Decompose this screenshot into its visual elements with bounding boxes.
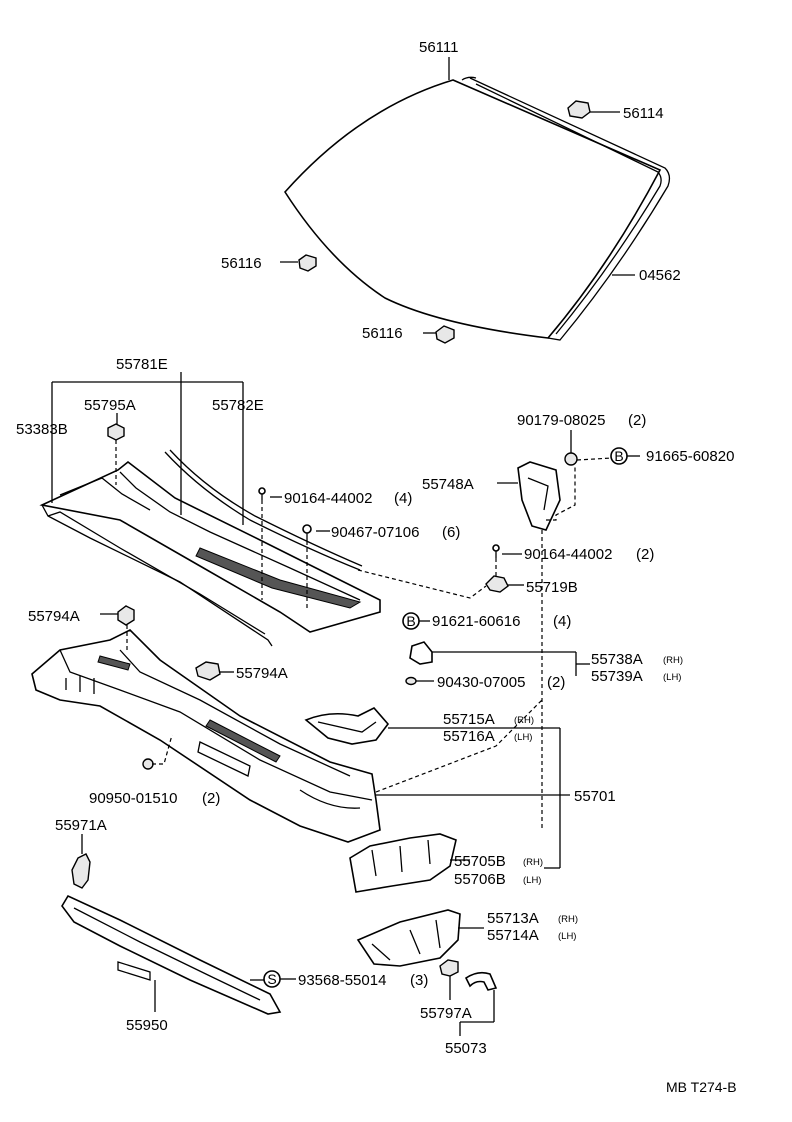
label-90430-qty: (2): [547, 674, 565, 691]
label-55971A: 55971A: [55, 817, 107, 834]
marker-b-2: B: [402, 612, 420, 630]
label-55739A-side: (LH): [663, 672, 681, 683]
label-55795A: 55795A: [84, 397, 136, 414]
label-56114: 56114: [623, 105, 664, 122]
svg-text:B: B: [614, 448, 623, 464]
svg-text:B: B: [406, 613, 415, 629]
label-55716A-side: (LH): [514, 732, 532, 743]
label-93568: 93568-55014: [298, 972, 386, 989]
label-55739A: 55739A: [591, 668, 643, 685]
label-55706B: 55706B: [454, 871, 506, 888]
label-55701: 55701: [574, 788, 616, 805]
label-55705B-side: (RH): [523, 857, 543, 868]
label-90164-b: 90164-44002: [524, 546, 612, 563]
label-90164-a: 90164-44002: [284, 490, 372, 507]
marker-b-1: B: [610, 447, 628, 465]
panel-55713A: [356, 909, 461, 967]
label-55950: 55950: [126, 1017, 168, 1034]
washer-90430: [405, 676, 417, 686]
label-56116-b: 56116: [362, 325, 403, 342]
bracket-55748A: [517, 461, 561, 531]
windshield-glass: [283, 79, 662, 339]
clip-55719B: [485, 575, 509, 593]
label-55794A-b: 55794A: [236, 665, 288, 682]
label-53383B: 53383B: [16, 421, 68, 438]
label-90179-qty: (2): [628, 412, 646, 429]
label-90467: 90467-07106: [331, 524, 419, 541]
label-56116-a: 56116: [221, 255, 262, 272]
cowl-louver-hatch: [195, 547, 362, 609]
panel-55705B: [349, 833, 457, 893]
label-90950: 90950-01510: [89, 790, 177, 807]
cushion-55794A-b: [195, 661, 221, 681]
label-55781E: 55781E: [116, 356, 168, 373]
label-55748A: 55748A: [422, 476, 474, 493]
label-55073: 55073: [445, 1040, 487, 1057]
screw-90164-a: [258, 487, 266, 500]
label-55705B: 55705B: [454, 853, 506, 870]
panel-55715A: [304, 707, 390, 745]
label-90179: 90179-08025: [517, 412, 605, 429]
label-55714A-side: (LH): [558, 931, 576, 942]
cowl-panel-hatch: [97, 655, 281, 763]
label-04562: 04562: [639, 267, 681, 284]
panel-55950: [61, 894, 282, 1015]
marker-s-1: S: [263, 970, 281, 988]
clip-55797A: [439, 959, 459, 977]
bracket-55738A: [409, 641, 433, 665]
clip-56114: [567, 100, 591, 119]
label-55713A: 55713A: [487, 910, 539, 927]
plug-90950: [142, 758, 154, 770]
windshield-moulding: [461, 76, 671, 341]
spacer-56116-b: [435, 325, 455, 344]
cushion-55795A: [107, 423, 125, 441]
louver-seal-55782E: [164, 449, 363, 571]
screw-90467: [302, 524, 312, 541]
label-56111: 56111: [419, 39, 459, 56]
label-55713A-side: (RH): [558, 914, 578, 925]
label-55719B: 55719B: [526, 579, 578, 596]
svg-text:S: S: [267, 971, 276, 987]
label-90430: 90430-07005: [437, 674, 525, 691]
cowl-panel-55701: [31, 629, 381, 843]
label-55797A: 55797A: [420, 1005, 472, 1022]
label-55782E: 55782E: [212, 397, 264, 414]
label-91621: 91621-60616: [432, 613, 520, 630]
label-93568-qty: (3): [410, 972, 428, 989]
label-55715A: 55715A: [443, 711, 495, 728]
label-55738A: 55738A: [591, 651, 643, 668]
nut-90179: [564, 452, 578, 466]
retainer-55073: [464, 971, 498, 991]
label-91621-qty: (4): [553, 613, 571, 630]
label-55715A-side: (RH): [514, 715, 534, 726]
label-90164-a-qty: (4): [394, 490, 412, 507]
label-90950-qty: (2): [202, 790, 220, 807]
label-55794A-a: 55794A: [28, 608, 80, 625]
label-55716A: 55716A: [443, 728, 495, 745]
label-55738A-side: (RH): [663, 655, 683, 666]
reference-code: MB T274-B: [666, 1079, 737, 1095]
spacer-56116-a: [298, 254, 317, 272]
label-55714A: 55714A: [487, 927, 539, 944]
cushion-55794A-a: [117, 605, 135, 626]
clip-55971A: [71, 853, 91, 889]
label-90164-b-qty: (2): [636, 546, 654, 563]
label-55706B-side: (LH): [523, 875, 541, 886]
bolt-90164-b: [492, 544, 500, 558]
label-91665: 91665-60820: [646, 448, 734, 465]
label-90467-qty: (6): [442, 524, 460, 541]
